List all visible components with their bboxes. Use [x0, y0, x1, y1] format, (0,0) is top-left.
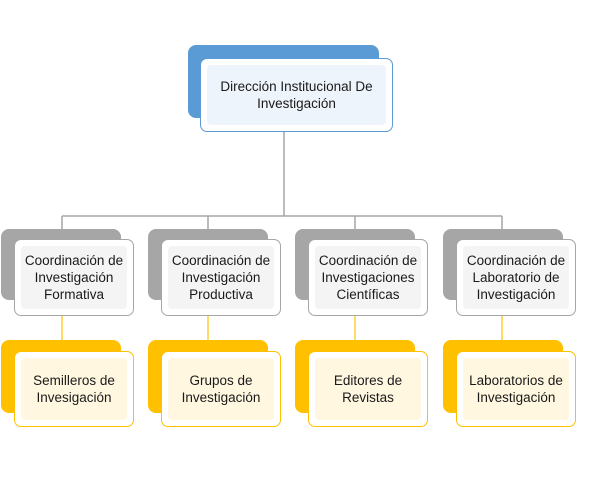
branch-node-fill: [21, 246, 127, 309]
branch-node-fill: [315, 246, 421, 309]
branch-node-fill: [463, 246, 569, 309]
leaf-node-semilleros[interactable]: Semilleros de Invesigación: [14, 351, 134, 427]
leaf-node-fill: [168, 358, 274, 420]
leaf-node-fill: [315, 358, 421, 420]
leaf-node-label: Laboratorios de Investigación: [469, 373, 563, 405]
leaf-node-laboratorios[interactable]: Laboratorios de Investigación: [456, 351, 576, 427]
leaf-node-grupos[interactable]: Grupos de Investigación: [161, 351, 281, 427]
root-node-label: Dirección Institucional De Investigación: [220, 79, 373, 111]
leaf-node-label: Grupos de Investigación: [181, 373, 261, 405]
branch-node-fill: [168, 246, 274, 309]
root-node-fill: [207, 65, 386, 125]
branch-node-laboratorio[interactable]: Coordinación de Laboratorio de Investiga…: [456, 239, 576, 316]
leaf-node-fill: [21, 358, 127, 420]
branch-node-cientificas[interactable]: Coordinación de Investigaciones Científi…: [308, 239, 428, 316]
root-node[interactable]: Dirección Institucional De Investigación: [200, 58, 393, 132]
branch-node-label: Coordinación de Investigación Productiva: [171, 253, 271, 302]
leaf-node-editores[interactable]: Editores de Revistas: [308, 351, 428, 427]
leaf-node-fill: [463, 358, 569, 420]
branch-node-label: Coordinación de Laboratorio de Investiga…: [466, 253, 566, 302]
branch-node-label: Coordinación de Investigaciones Científi…: [318, 253, 418, 302]
branch-node-productiva[interactable]: Coordinación de Investigación Productiva: [161, 239, 281, 316]
branch-node-label: Coordinación de Investigación Formativa: [24, 253, 124, 302]
leaf-node-label: Semilleros de Invesigación: [33, 373, 115, 405]
branch-node-formativa[interactable]: Coordinación de Investigación Formativa: [14, 239, 134, 316]
leaf-node-label: Editores de Revistas: [333, 373, 403, 405]
